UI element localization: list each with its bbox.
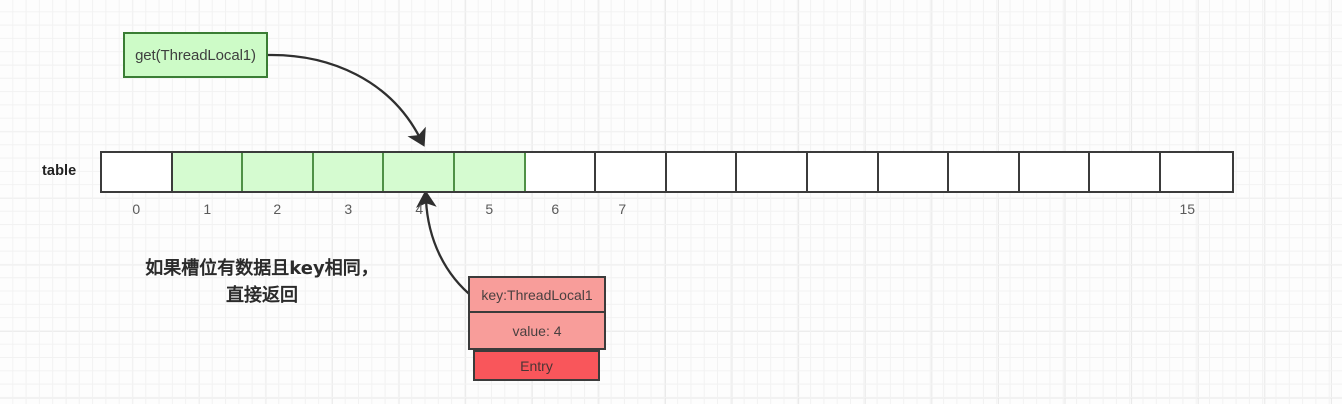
annotation-line-2: 直接返回 — [226, 285, 298, 306]
table-cell-9[interactable] — [737, 153, 808, 191]
table-cell-2[interactable] — [243, 153, 314, 191]
entry-value-label: value: 4 — [512, 322, 562, 339]
table-cell-8[interactable] — [666, 153, 738, 191]
table-index-1: 1 — [203, 201, 212, 217]
table-cell-0[interactable] — [102, 153, 173, 191]
arrow-get-to-slot4 — [267, 53, 426, 147]
table-index-0: 0 — [132, 201, 141, 217]
table-index-15: 15 — [1179, 201, 1196, 217]
table-cell-12[interactable] — [949, 153, 1020, 191]
table-cell-11[interactable] — [878, 153, 950, 191]
table-cell-14[interactable] — [1090, 153, 1161, 191]
table-cell-13[interactable] — [1019, 153, 1091, 191]
entry-value-row[interactable]: value: 4 — [468, 313, 606, 350]
table-label: table — [42, 163, 77, 179]
table-index-7: 7 — [618, 201, 627, 217]
table-index-2: 2 — [273, 201, 282, 217]
entry-key-row[interactable]: key:ThreadLocal1 — [468, 276, 606, 313]
get-threadlocal-box[interactable]: get(ThreadLocal1) — [123, 32, 268, 78]
table-cell-6[interactable] — [525, 153, 597, 191]
table-array — [100, 151, 1234, 193]
table-cell-10[interactable] — [807, 153, 879, 191]
entry-node[interactable]: key:ThreadLocal1 value: 4 — [468, 276, 606, 350]
table-cell-4[interactable] — [384, 153, 455, 191]
table-index-6: 6 — [551, 201, 560, 217]
annotation-line-1: 如果槽位有数据且key相同， — [145, 258, 379, 279]
table-index-5: 5 — [485, 201, 494, 217]
entry-footer-label: Entry — [520, 357, 553, 374]
entry-key-label: key:ThreadLocal1 — [481, 286, 593, 303]
table-cell-1[interactable] — [172, 153, 244, 191]
annotation-text: 如果槽位有数据且key相同， 直接返回 — [118, 255, 406, 309]
table-cell-7[interactable] — [596, 153, 667, 191]
table-index-4: 4 — [415, 201, 424, 217]
table-cell-15[interactable] — [1160, 153, 1232, 191]
table-index-3: 3 — [344, 201, 353, 217]
table-cell-3[interactable] — [313, 153, 385, 191]
get-threadlocal-label: get(ThreadLocal1) — [135, 46, 256, 64]
entry-footer[interactable]: Entry — [473, 350, 600, 381]
table-cell-5[interactable] — [454, 153, 526, 191]
arrow-entry-to-slot4 — [416, 190, 475, 299]
